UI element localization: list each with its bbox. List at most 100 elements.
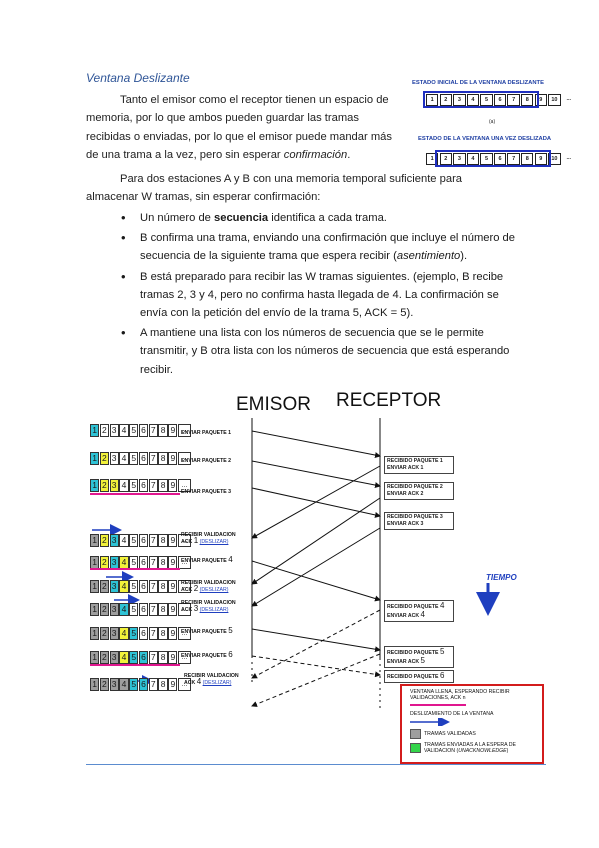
sequence-ellipsis: ... [566,155,572,161]
intro-period: . [347,149,351,162]
frame-cell: 1 [90,534,100,547]
frame-cell: 8 [158,452,168,465]
frame-cell: 2 [99,603,109,616]
frame-cell: 8 [158,424,168,437]
ack-arrow-1 [251,465,381,539]
frame-cell: 1 [90,627,100,640]
sequence-cell: 1 [426,153,439,165]
sliding-window-diagram: EMISOR RECEPTOR TIEMPO [86,388,546,764]
frame-cell: 2 [99,678,109,691]
intro-emphasis: confirmación [283,149,348,162]
frame-ellipsis: ... [178,452,192,465]
frame-cell: 4 [119,580,129,593]
stations-paragraph: Para dos estaciones A y B con una memori… [86,170,506,207]
full-window-marker-3 [90,664,180,666]
frame-cell: 1 [90,678,100,691]
frame-cell: 7 [148,479,158,492]
send-arrow-4 [251,560,381,602]
frame-cell: 4 [119,651,129,664]
frame-cell: 9 [168,627,178,640]
sequence-cell: 2 [439,153,452,165]
frame-cell: 6 [138,603,149,616]
frame-cell: 2 [99,651,109,664]
emisor-title: EMISOR [236,394,311,415]
label-send-2: ENVIAR PAQUETE 2 [181,458,232,464]
legend-full-window: VENTANA LLENA, ESPERANDO RECIBIR VALIDAC… [410,689,510,702]
ack-arrow-3 [251,527,381,607]
frame-ellipsis: ... [178,603,192,616]
frame-ellipsis: ... [178,651,192,664]
full-window-marker-1 [90,493,180,495]
ack-arrow-2 [251,497,381,585]
frame-cell: 8 [158,651,168,664]
frame-cell: 4 [119,627,129,640]
list-item: A mantiene una lista con los números de … [118,324,518,379]
label-send-3: ENVIAR PAQUETE 3 [181,489,232,495]
label-send-4: ENVIAR PAQUETE 4 [181,555,233,565]
frame-cell: 7 [148,534,158,547]
legend-slide: DESLIZAMIENTO DE LA VENTANA [410,711,494,717]
frame-cell: 3 [109,580,119,593]
frame-cell: 9 [168,580,178,593]
frame-cell: 7 [148,580,158,593]
frame-cell: 1 [90,603,100,616]
legend-slide-arrow [410,718,450,726]
sequence-cell: 10 [548,153,561,165]
sequence-cell: 2 [439,94,452,106]
frame-cell: 6 [138,678,149,691]
send-arrow-6 [251,655,381,678]
frame-cell: 8 [158,479,168,492]
legend-green-swatch [410,743,421,753]
frame-cell: 7 [148,452,158,465]
frame-cell: 6 [138,479,149,492]
send-arrow-5 [251,628,381,653]
time-label: TIEMPO [486,573,517,582]
frame-cell: 6 [138,452,149,465]
frame-cell: 6 [138,534,149,547]
ack-arrow-4 [251,609,381,679]
frame-cell: 3 [109,603,119,616]
sequence-cell: 5 [480,94,493,106]
sequence-cell: 6 [493,153,507,165]
intro-paragraph: Tanto el emisor como el receptor tienen … [86,91,396,165]
frame-cell: 2 [99,424,109,437]
sequence-cell: 10 [548,94,561,106]
frame-cell: 7 [148,424,158,437]
frame-cell: 1 [90,452,100,465]
sequence-cell: 5 [480,153,493,165]
sequence-cell: 7 [507,153,520,165]
list-item: B confirma una trama, enviando una confi… [118,229,518,265]
send-arrow-1 [251,430,381,458]
frame-cell: 6 [138,651,149,664]
frame-cell: 3 [109,678,119,691]
frame-cell: 1 [90,651,100,664]
frame-ellipsis: ... [178,627,192,640]
frame-cell: 9 [168,678,178,691]
sequence-cell: 9 [534,94,548,106]
frame-cell: 2 [99,627,109,640]
frame-cell: 8 [158,627,168,640]
frame-cell: 7 [148,627,158,640]
receptor-title: RECEPTOR [336,390,442,411]
frame-cell: 4 [119,424,129,437]
frame-cell: 3 [109,534,119,547]
sequence-ellipsis: ... [566,96,572,102]
frame-cell: 1 [90,580,100,593]
frame-cell: 5 [129,627,139,640]
frame-cell: 1 [90,479,100,492]
sequence-cell: 7 [507,94,520,106]
frame-ellipsis: ... [178,580,192,593]
sequence-cell: 9 [534,153,548,165]
